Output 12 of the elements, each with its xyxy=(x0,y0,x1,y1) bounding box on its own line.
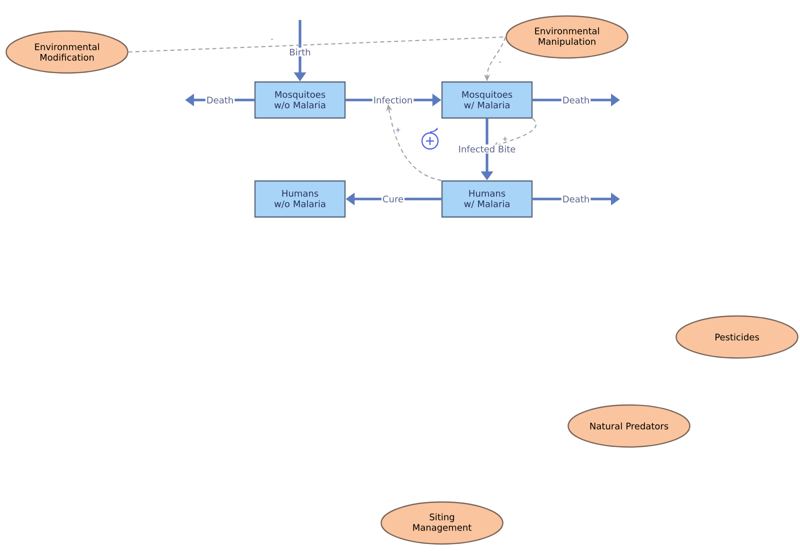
stock-box: Mosquitoes w/o Malaria xyxy=(254,81,346,119)
stock-box: Humans w/ Malaria xyxy=(441,180,533,218)
edge-label: Birth xyxy=(288,48,312,56)
stock-box: Mosquitoes w/ Malaria xyxy=(441,81,533,119)
edge-label: Death xyxy=(561,194,591,204)
edge-label: Infection xyxy=(372,96,414,104)
dashed-line xyxy=(128,36,506,53)
edge-label: Death xyxy=(205,96,235,104)
edge-label: Infected Bite xyxy=(457,144,517,154)
stock-box: Humans w/o Malaria xyxy=(254,180,346,218)
edge-label: Cure xyxy=(382,194,405,204)
edge-label: Death xyxy=(561,96,591,104)
